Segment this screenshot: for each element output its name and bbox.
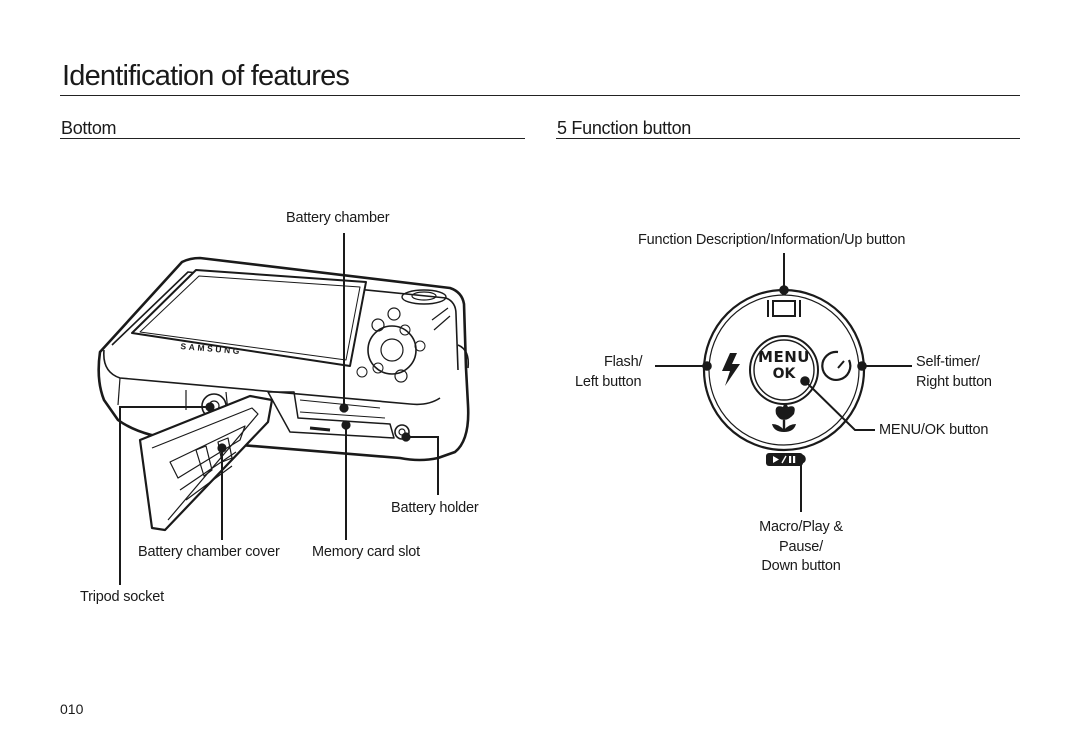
left-button-label: Left button xyxy=(575,374,642,390)
menu-ok-button-label: MENU/OK button xyxy=(879,422,989,438)
ok-label: OK xyxy=(772,366,796,382)
tripod-socket-label: Tripod socket xyxy=(80,589,164,605)
down-button-line: Down button xyxy=(761,558,841,574)
battery-chamber-cover-label: Battery chamber cover xyxy=(138,544,280,560)
function-section-divider xyxy=(556,138,1020,139)
camera-leader-lines xyxy=(119,233,439,585)
up-button-label: Function Description/Information/Up butt… xyxy=(638,232,906,248)
menu-ok-button: MENU OK xyxy=(758,349,810,383)
function-leader-lines xyxy=(655,253,912,512)
right-button-label: Right button xyxy=(916,374,992,390)
macro-icon xyxy=(772,403,796,432)
play-pause-icon xyxy=(766,453,803,466)
page-number: 010 xyxy=(60,701,84,717)
menu-label: MENU xyxy=(758,348,810,366)
bottom-section-divider xyxy=(60,138,525,139)
title-divider xyxy=(60,95,1020,96)
self-timer-label: Self-timer/ xyxy=(916,354,980,370)
memory-card-slot-label: Memory card slot xyxy=(312,544,420,560)
pause-line: Pause/ xyxy=(779,538,823,555)
flash-label: Flash/ xyxy=(604,354,643,370)
function-section-heading: 5 Function button xyxy=(557,118,691,138)
camera-illustration xyxy=(97,256,470,532)
battery-holder-label: Battery holder xyxy=(391,500,479,516)
macro-play-label: Macro/Play & Pause/ Down button xyxy=(741,518,861,577)
bottom-section-heading: Bottom xyxy=(61,118,117,138)
page-title: Identification of features xyxy=(62,60,350,92)
macro-play-line: Macro/Play & xyxy=(759,519,843,535)
battery-chamber-label: Battery chamber xyxy=(286,210,390,226)
flash-icon xyxy=(722,353,740,386)
